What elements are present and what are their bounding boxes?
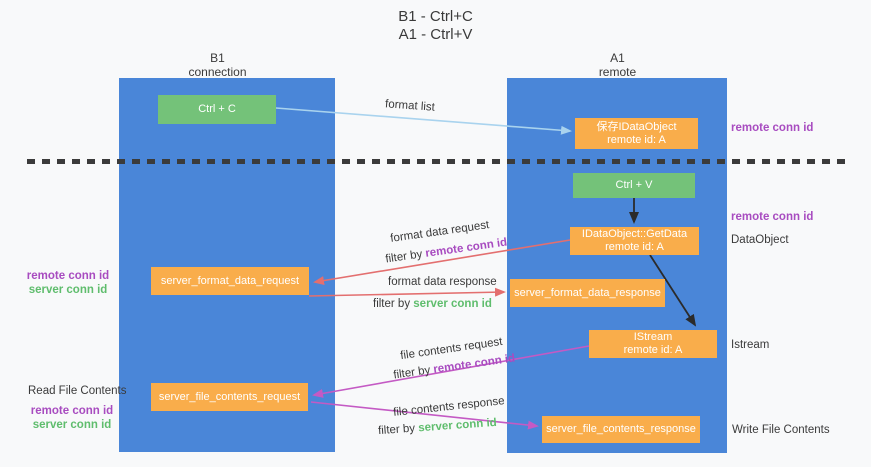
label-filter-by-text: filter by [384, 248, 424, 266]
annotation-remote-conn-id-left-2: remote conn id [30, 405, 114, 417]
left-column-subtitle: connection [188, 65, 247, 79]
annotation-istream: Istream [731, 339, 770, 351]
label-filter-by-text: filter by [373, 298, 411, 310]
node-server-format-data-request: server_format_data_request [151, 267, 309, 295]
node-ctrl-v: Ctrl + V [573, 173, 695, 198]
node-istream-line2: remote id: A [623, 344, 683, 356]
node-server-format-data-response: server_format_data_response [510, 279, 665, 307]
right-column-name: A1 [610, 51, 625, 65]
node-istream-line1: IStream [633, 331, 673, 343]
node-server-file-contents-response-label: server_file_contents_response [546, 423, 696, 435]
title-line-1: B1 - Ctrl+C [398, 8, 473, 25]
label-format-data-response: format data response [388, 276, 497, 288]
right-column-subtitle: remote [598, 65, 637, 79]
annotation-server-conn-id-left: server conn id [28, 284, 108, 296]
label-server-conn-id: server conn id [417, 416, 498, 435]
label-filter-by-text: filter by [392, 364, 432, 382]
node-server-format-data-request-label: server_format_data_request [160, 274, 300, 287]
node-idataobject-getdata-line1: IDataObject::GetData [581, 228, 688, 240]
diagram-title: B1 - Ctrl+C A1 - Ctrl+V [0, 8, 871, 44]
annotation-remote-conn-id-mid: remote conn id [731, 211, 814, 223]
node-ctrl-v-label: Ctrl + V [615, 179, 653, 191]
node-server-file-contents-request: server_file_contents_request [151, 383, 308, 411]
annotation-conn-ids-left-top: remote conn id server conn id [20, 266, 116, 296]
node-save-idataobject: 保存IDataObject remote id: A [575, 118, 698, 149]
annotation-dataobject: DataObject [731, 234, 789, 246]
phase-separator-dashed-line [27, 159, 851, 164]
label-server-conn-id: server conn id [413, 298, 492, 310]
annotation-read-file-contents: Read File Contents [28, 385, 127, 397]
left-column-header: B1 connection [160, 51, 275, 79]
node-save-idataobject-line1: 保存IDataObject [596, 120, 677, 133]
label-filter-by-server-1: filter by server conn id [373, 298, 492, 311]
node-server-file-contents-response: server_file_contents_response [542, 416, 700, 443]
annotation-remote-conn-id-left: remote conn id [26, 270, 110, 282]
node-idataobject-getdata: IDataObject::GetData remote id: A [570, 227, 699, 255]
annotation-remote-conn-id-top: remote conn id [731, 122, 814, 134]
annotation-conn-ids-left-bottom: remote conn id server conn id [24, 401, 120, 431]
node-server-file-contents-request-label: server_file_contents_request [158, 390, 301, 403]
label-filter-by-server-2: filter by server conn id [378, 417, 498, 438]
annotation-server-conn-id-left-2: server conn id [32, 419, 112, 431]
right-column-header: A1 remote [560, 51, 675, 79]
node-ctrl-c-label: Ctrl + C [198, 103, 236, 115]
node-istream: IStream remote id: A [589, 330, 717, 358]
label-file-contents-response: file contents response [392, 395, 506, 419]
node-server-format-data-response-label: server_format_data_response [514, 286, 661, 299]
label-format-list: format list [384, 98, 436, 114]
node-idataobject-getdata-line2: remote id: A [605, 241, 664, 253]
node-save-idataobject-line2: remote id: A [607, 133, 666, 146]
node-ctrl-c: Ctrl + C [158, 95, 276, 124]
annotation-write-file-contents: Write File Contents [732, 424, 830, 436]
title-line-2: A1 - Ctrl+V [398, 26, 473, 43]
left-column-name: B1 [210, 51, 225, 65]
label-remote-conn-id: remote conn id [424, 236, 508, 260]
label-filter-by-text: filter by [377, 422, 416, 438]
format-data-response-arrow [308, 287, 506, 297]
